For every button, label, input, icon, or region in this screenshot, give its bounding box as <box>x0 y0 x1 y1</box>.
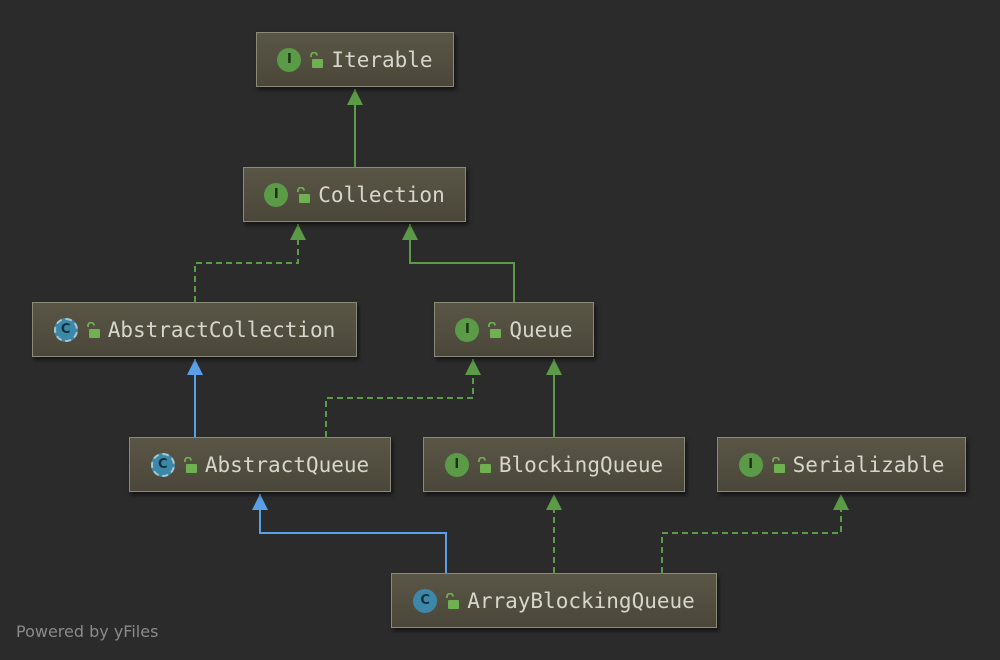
interface-badge-icon: I <box>277 47 302 72</box>
node-blocking-queue[interactable]: I BlockingQueue <box>423 437 685 492</box>
unlocked-padlock-icon <box>310 51 324 68</box>
node-label: Queue <box>509 317 573 342</box>
interface-badge-icon: I <box>455 317 480 342</box>
node-collection[interactable]: I Collection <box>243 167 466 222</box>
class-badge-icon: C <box>413 588 438 613</box>
abstract-class-badge-icon: C <box>53 317 78 342</box>
unlocked-padlock-icon <box>477 456 491 473</box>
edge-abstractqueue-queue <box>325 359 481 437</box>
edge-arrayblockingqueue-serializable <box>661 494 849 573</box>
node-abstract-collection[interactable]: C AbstractCollection <box>32 302 357 357</box>
abstract-class-badge-icon: C <box>150 452 175 477</box>
node-label: AbstractQueue <box>204 452 370 477</box>
node-array-blocking-queue[interactable]: C ArrayBlockingQueue <box>391 573 717 628</box>
powered-by-footer: Powered by yFiles <box>16 622 159 641</box>
interface-badge-icon: I <box>738 452 763 477</box>
interface-badge-icon: I <box>444 452 469 477</box>
node-label: Iterable <box>331 47 433 72</box>
unlocked-padlock-icon <box>297 186 311 203</box>
node-serializable[interactable]: I Serializable <box>717 437 966 492</box>
unlocked-padlock-icon <box>86 321 100 338</box>
edge-queue-collection <box>402 224 515 302</box>
node-label: Collection <box>318 182 445 207</box>
node-label: ArrayBlockingQueue <box>467 588 695 613</box>
edge-abstractcollection-collection <box>194 224 306 302</box>
node-label: Serializable <box>792 452 945 477</box>
unlocked-padlock-icon <box>446 592 460 609</box>
unlocked-padlock-icon <box>183 456 197 473</box>
unlocked-padlock-icon <box>771 456 785 473</box>
node-label: BlockingQueue <box>498 452 664 477</box>
edge-arrayblockingqueue-abstractqueue <box>252 494 447 573</box>
node-queue[interactable]: I Queue <box>434 302 594 357</box>
interface-badge-icon: I <box>264 182 289 207</box>
node-abstract-queue[interactable]: C AbstractQueue <box>129 437 391 492</box>
node-iterable[interactable]: I Iterable <box>256 32 454 87</box>
node-label: AbstractCollection <box>107 317 336 342</box>
unlocked-padlock-icon <box>488 321 502 338</box>
